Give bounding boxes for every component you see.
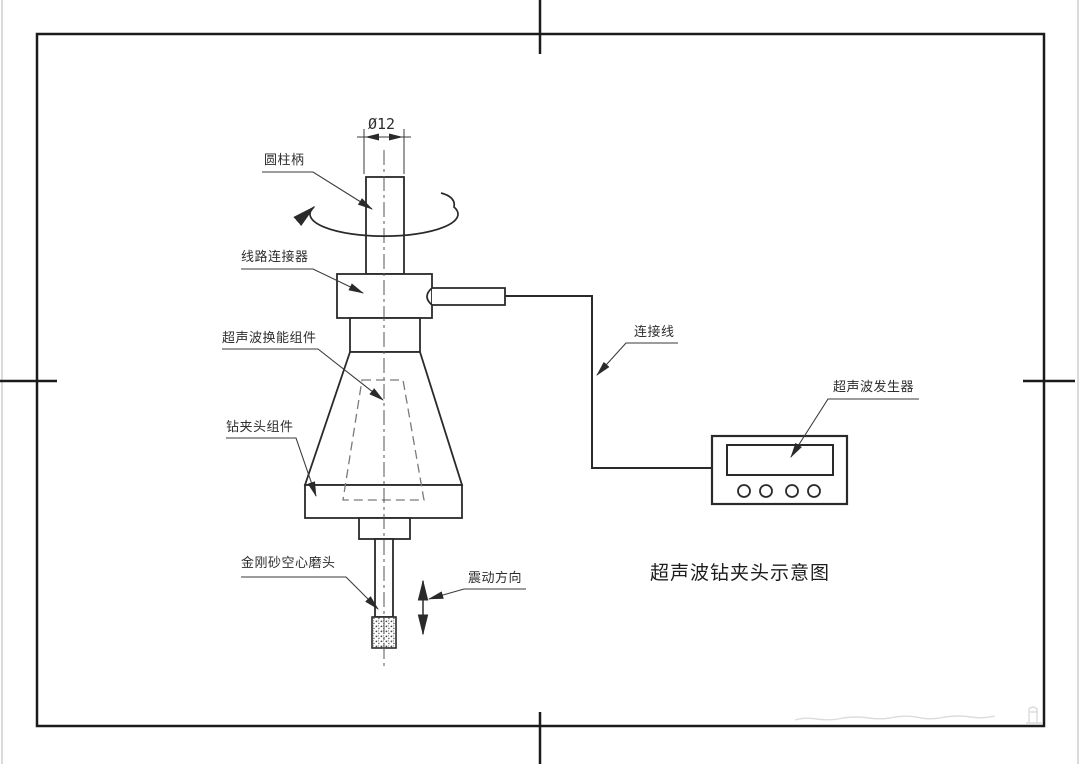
label-shank: 圆柱柄 [264,152,305,167]
leader-cable [596,342,678,376]
neck-shape [349,317,421,353]
shank-shape [365,176,405,275]
dimension-label: Ø12 [368,115,396,133]
leader-generator [790,398,919,458]
label-connector: 线路连接器 [241,249,309,264]
generator-display [726,444,834,476]
drawing-title: 超声波钻夹头示意图 [650,563,831,584]
connector-stub-shape [432,287,506,306]
hidden-taper-shape [342,379,425,501]
leader-shank [262,171,373,210]
dimension-o12 [357,129,411,174]
label-vibration: 震动方向 [468,570,523,585]
generator-buttons [737,484,821,498]
label-transducer: 超声波换能组件 [222,330,317,345]
rotation-arrow [293,192,459,237]
leader-lines [222,171,919,610]
label-generator: 超声波发生器 [833,379,915,394]
label-cable: 连接线 [634,324,675,339]
connector-stub-arc [426,287,433,306]
leader-connector [241,268,364,294]
leader-transducer [222,348,384,401]
generator-box [710,434,849,506]
leader-grinding-head [241,576,379,610]
label-grinding-head: 金刚砂空心磨头 [241,555,336,570]
label-chuck: 钻夹头组件 [226,419,294,434]
leader-chuck [226,437,317,498]
watermark [794,706,1042,724]
cable-line [505,295,712,469]
leader-vibration [427,588,526,600]
chuck-body-outline [303,176,506,618]
